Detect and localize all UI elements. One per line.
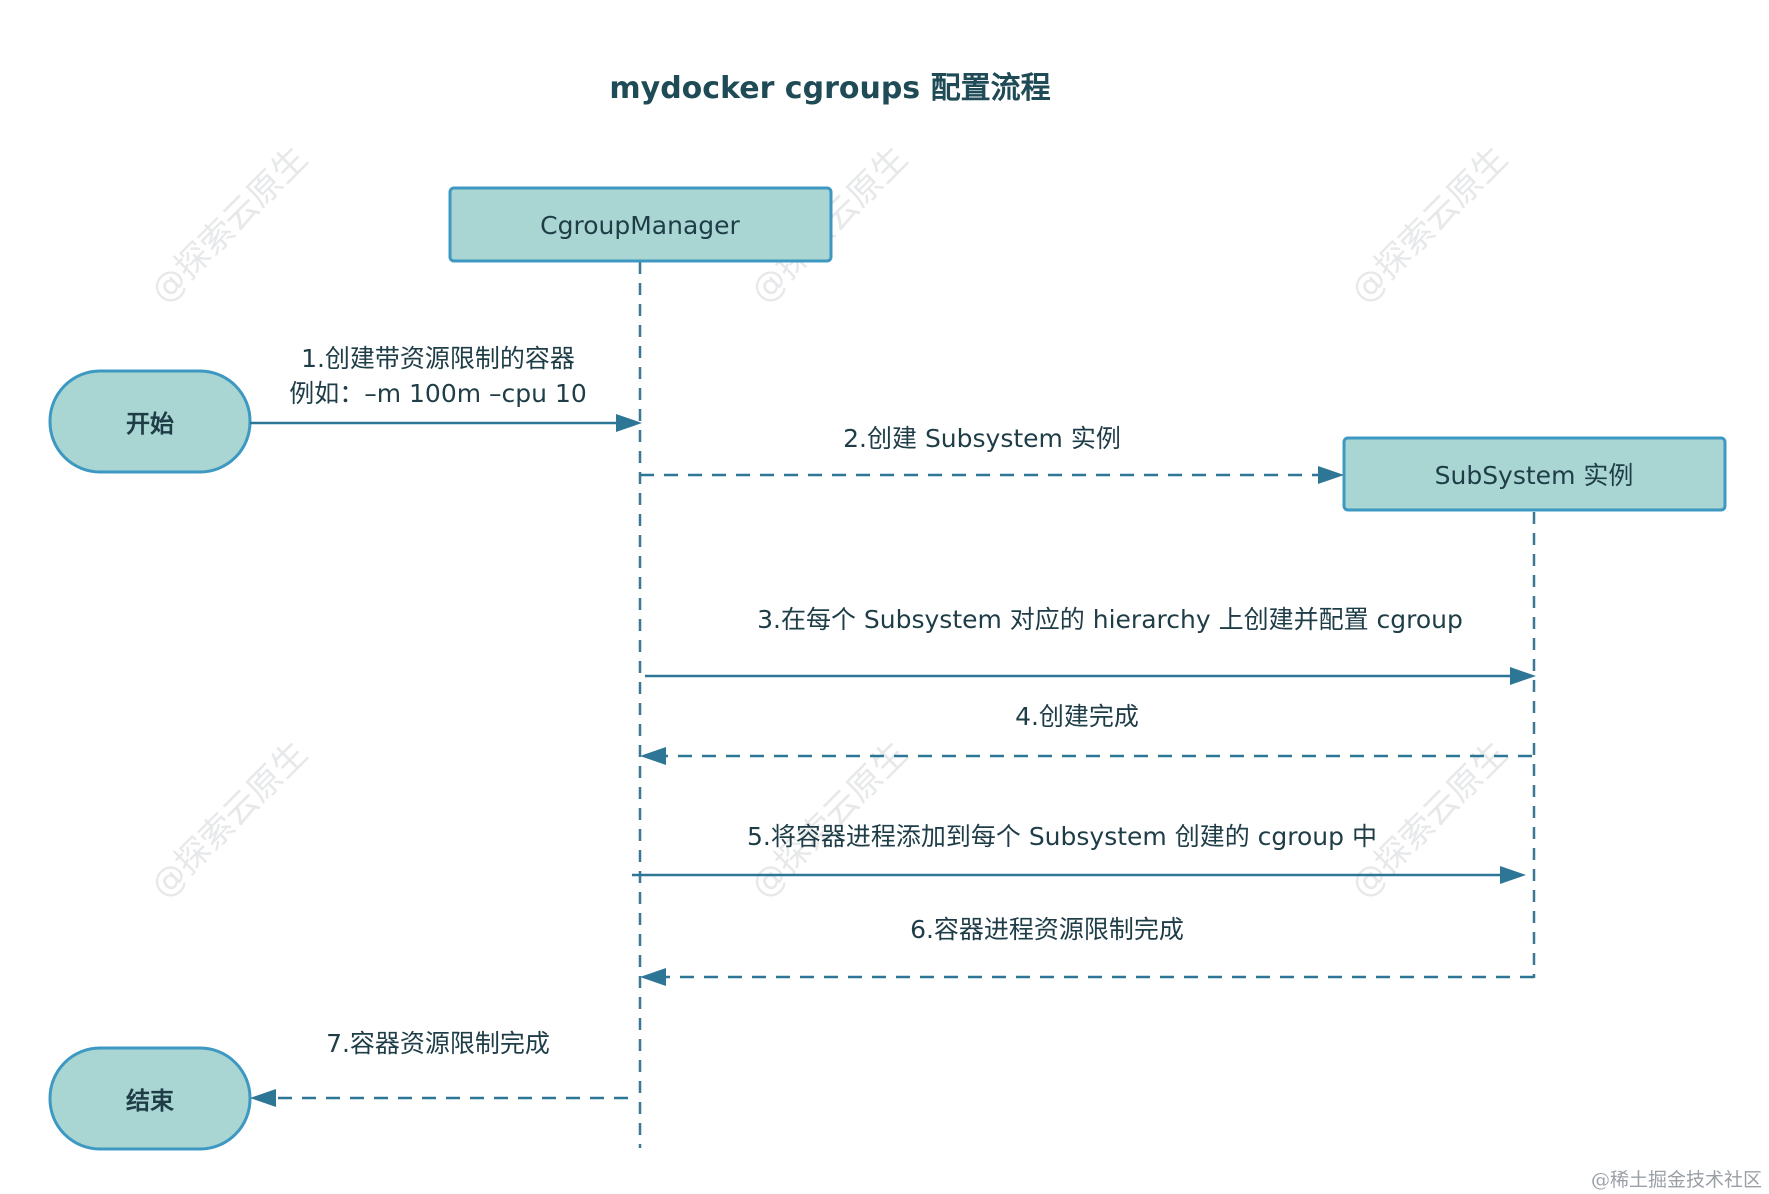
message-1-arrowhead [616, 414, 642, 432]
message-7: 7.容器资源限制完成 [250, 1029, 628, 1107]
message-7-arrowhead [250, 1089, 276, 1107]
message-3-arrowhead [1510, 667, 1536, 685]
message-1: 1.创建带资源限制的容器 例如：–m 100m –cpu 10 [250, 344, 642, 432]
message-6: 6.容器进程资源限制完成 [640, 915, 1534, 986]
message-2: 2.创建 Subsystem 实例 [640, 424, 1344, 484]
message-2-arrowhead [1318, 466, 1344, 484]
message-6-label: 6.容器进程资源限制完成 [910, 915, 1184, 944]
message-1-label-line2: 例如：–m 100m –cpu 10 [289, 379, 587, 408]
message-1-label-line1: 1.创建带资源限制的容器 [301, 344, 575, 373]
start-node: 开始 [48, 369, 252, 474]
message-3-label: 3.在每个 Subsystem 对应的 hierarchy 上创建并配置 cgr… [757, 605, 1463, 634]
message-5-label: 5.将容器进程添加到每个 Subsystem 创建的 cgroup 中 [747, 822, 1377, 851]
subsystem-instance-label: SubSystem 实例 [1435, 461, 1634, 490]
message-3: 3.在每个 Subsystem 对应的 hierarchy 上创建并配置 cgr… [645, 605, 1536, 685]
message-2-label: 2.创建 Subsystem 实例 [843, 424, 1121, 453]
message-7-label: 7.容器资源限制完成 [326, 1029, 550, 1058]
end-node-label: 结束 [126, 1087, 175, 1115]
message-6-arrowhead [640, 968, 666, 986]
end-node: 结束 [48, 1046, 252, 1151]
cgroup-manager-label: CgroupManager [540, 211, 740, 240]
message-4-arrowhead [640, 747, 666, 765]
cgroup-manager-box: CgroupManager [448, 186, 833, 263]
watermark-5: @探索云原生 [743, 734, 916, 907]
footer-watermark: @稀土掘金技术社区 [1591, 1169, 1762, 1191]
watermark-4: @探索云原生 [143, 734, 316, 907]
watermark-3: @探索云原生 [1343, 139, 1516, 312]
watermark-1: @探索云原生 [143, 139, 316, 312]
message-4: 4.创建完成 [640, 702, 1532, 765]
start-node-label: 开始 [126, 410, 174, 438]
message-4-label: 4.创建完成 [1015, 702, 1139, 731]
message-5-arrowhead [1500, 866, 1526, 884]
message-5: 5.将容器进程添加到每个 Subsystem 创建的 cgroup 中 [632, 822, 1526, 884]
watermark-6: @探索云原生 [1343, 734, 1516, 907]
subsystem-instance-box: SubSystem 实例 [1342, 436, 1727, 512]
diagram-title: mydocker cgroups 配置流程 [609, 71, 1050, 106]
